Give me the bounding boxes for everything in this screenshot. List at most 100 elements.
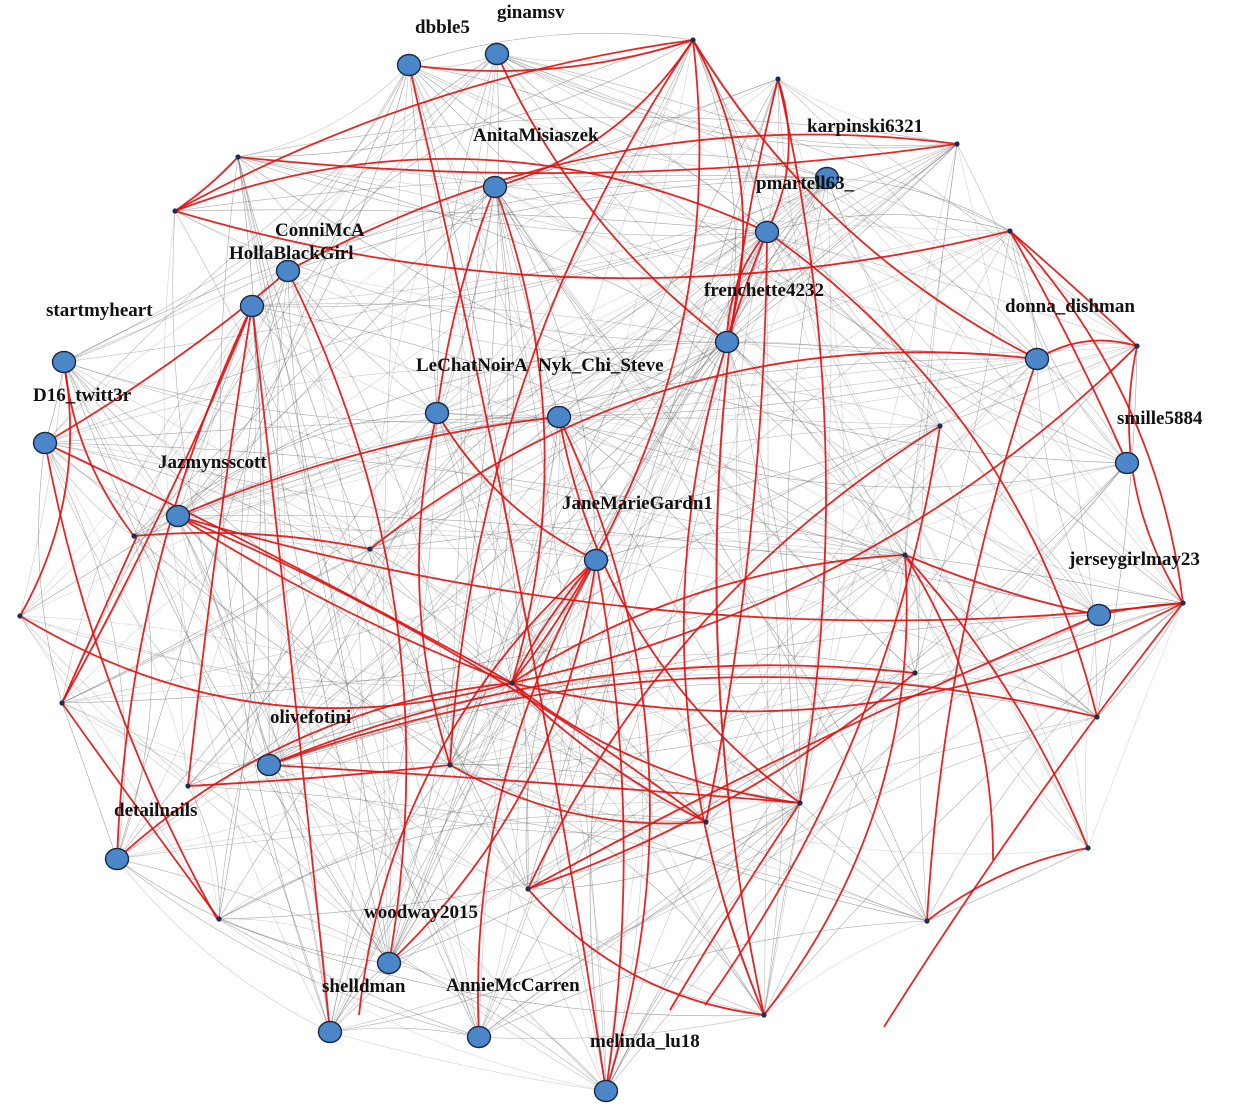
gray-edge [44,442,597,561]
outer-edge [116,858,607,1092]
node-jazmynsscott[interactable] [165,504,191,528]
red-edge [496,53,728,343]
gray-edge [449,764,928,922]
node-lechatnoir[interactable] [424,401,450,425]
red-edge [436,412,597,561]
red-edge [1009,230,1138,347]
red-edge [44,270,289,444]
gray-edge [251,303,728,343]
red-edge [763,554,908,1016]
gray-edge [763,920,928,1016]
gray-edge [116,801,801,860]
gray-edge [44,442,513,684]
gray-edge [329,1031,607,1092]
gray-edge [826,177,1089,849]
node-ginamsv[interactable] [484,42,510,66]
node-label-pmartell63: pmartell63_ [756,173,855,194]
gray-edge [63,53,498,363]
red-edge [177,416,560,517]
gray-edge [558,416,941,427]
gray-edge [388,186,514,964]
gray-edge [177,515,480,1038]
small-node [703,819,709,825]
small-node [775,76,781,82]
gray-edge [449,53,498,766]
gray-edge [527,78,779,890]
node-donna_dishman[interactable] [1024,347,1050,371]
gray-edge [511,462,1128,684]
red-edge [715,78,779,1016]
node-melinda_lu18[interactable] [593,1079,619,1103]
gray-edge [251,64,410,307]
gray-edge [268,614,1100,766]
gray-edge [605,345,1138,1092]
gray-edge [329,231,768,1033]
gray-edge [494,186,597,561]
gray-edge [63,361,513,684]
gray-edge [61,702,390,964]
node-hollablackgirl[interactable] [239,294,265,318]
node-nyk_chi_steve[interactable] [546,405,572,429]
gray-edge [436,358,1038,417]
gray-edge [268,682,1098,766]
gray-edge [177,305,253,517]
node-woodway2015[interactable] [376,951,402,975]
outer-edge [44,442,126,860]
red-edge [44,442,513,684]
gray-edge [369,548,707,823]
gray-edge [449,614,1100,766]
red-edge [449,39,694,766]
red-edge [904,554,1089,849]
gray-edge [237,156,1138,347]
gray-edge [605,462,1128,1092]
gray-edge [826,177,1184,604]
gray-edge [329,802,801,1033]
red-edge [287,133,958,272]
node-startmyheart[interactable] [51,350,77,374]
node-janemariegardn1[interactable] [583,548,609,572]
gray-edge [496,53,1128,464]
node-pmartell63[interactable] [754,220,780,244]
gray-edge [369,53,498,550]
gray-edge [19,615,513,687]
gray-edge [63,361,906,556]
gray-edge [268,230,1011,766]
gray-edge [44,416,560,444]
gray-edge [218,918,480,1038]
node-connimca[interactable] [275,259,301,283]
gray-edge [237,156,1011,232]
outer-edge [605,614,1100,1092]
gray-edge [766,231,1038,360]
node-anniemccarren[interactable] [466,1025,492,1049]
node-detailnails[interactable] [104,847,130,871]
gray-edge [726,78,779,343]
small-node [797,800,803,806]
gray-edge [511,39,694,684]
red-edge [595,559,625,1092]
gray-edge [133,535,928,922]
red-edge [237,143,958,175]
node-label-d16_twitt3r: D16_twitt3r [33,385,132,406]
node-shelldman[interactable] [317,1020,343,1044]
gray-edge [218,918,765,1017]
node-label-melinda_lu18: melinda_lu18 [590,1031,700,1052]
node-olivefotini[interactable] [256,753,282,777]
red-edge [63,361,135,537]
node-dbble5[interactable] [396,53,422,77]
gray-edge [177,515,451,766]
node-jerseygirlmay23[interactable] [1086,603,1112,627]
node-d16_twitt3r[interactable] [32,431,58,455]
gray-edge [287,270,438,414]
small-node [1134,343,1140,349]
node-karpinski6321[interactable] [814,166,840,190]
gray-edge [63,361,371,550]
gray-edge [19,615,707,823]
outer-edge [63,64,410,363]
node-frenchette4232[interactable] [714,330,740,354]
node-anitamisiaszek[interactable] [482,175,508,199]
node-smille5884[interactable] [1114,451,1140,475]
node-label-connimca: ConniMcA [275,220,365,241]
gray-edge [914,672,1098,718]
red-edge [511,682,707,823]
red-edge [511,602,1184,713]
